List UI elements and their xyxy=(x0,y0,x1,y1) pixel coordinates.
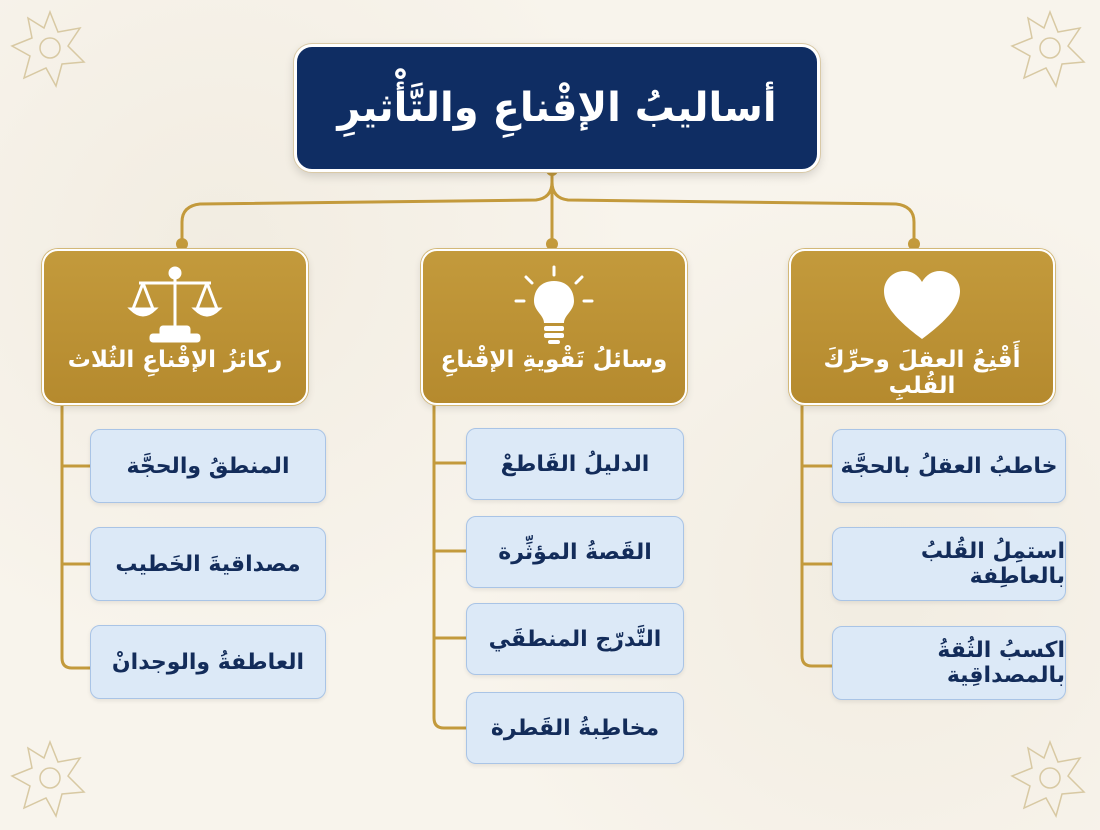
ornament-icon xyxy=(1010,739,1086,818)
category-label: ركائزُ الإقْناعِ الثُلاث xyxy=(67,347,283,373)
category-label: وسائلُ تَقْويةِ الإقْناعِ xyxy=(440,347,668,373)
scales-icon xyxy=(127,266,223,343)
ornament-icon xyxy=(10,739,86,818)
list-item: مخاطِبةُ القَطرة xyxy=(466,692,684,764)
list-item: استمِلُ القُلبُ بالعاطِفة xyxy=(832,527,1066,601)
list-item: المنطقُ والحجَّة xyxy=(90,429,326,503)
list-item: التَّدرّج المنطقَي xyxy=(466,603,684,675)
list-item: مصداقيةَ الخَطيب xyxy=(90,527,326,601)
category-box-pillars: ركائزُ الإقْناعِ الثُلاث xyxy=(42,249,308,405)
list-item: اكسبُ الثُقةُ بالمصداقِية xyxy=(832,626,1066,700)
list-item: الدليلُ القَاطعْ xyxy=(466,428,684,500)
title-box: أساليبُ الإقْناعِ والتَّأْثيرِ xyxy=(294,44,820,172)
ornament-icon xyxy=(10,9,86,88)
heart-icon xyxy=(884,271,960,339)
category-label: أَقْنِعُ العقلَ وحرِّكَ القُلبِ xyxy=(823,347,1021,399)
category-box-tools: وسائلُ تَقْويةِ الإقْناعِ xyxy=(421,249,687,405)
list-item: خاطبُ العقلُ بالحجَّة xyxy=(832,429,1066,503)
list-item: القَصةُ المؤثِّرة xyxy=(466,516,684,588)
lightbulb-icon xyxy=(514,265,594,344)
ornament-icon xyxy=(1010,9,1086,88)
list-item: العاطفةُ والوجدانْ xyxy=(90,625,326,699)
category-box-mind-heart: أَقْنِعُ العقلَ وحرِّكَ القُلبِ xyxy=(789,249,1055,405)
diagram-title: أساليبُ الإقْناعِ والتَّأْثيرِ xyxy=(337,85,777,131)
